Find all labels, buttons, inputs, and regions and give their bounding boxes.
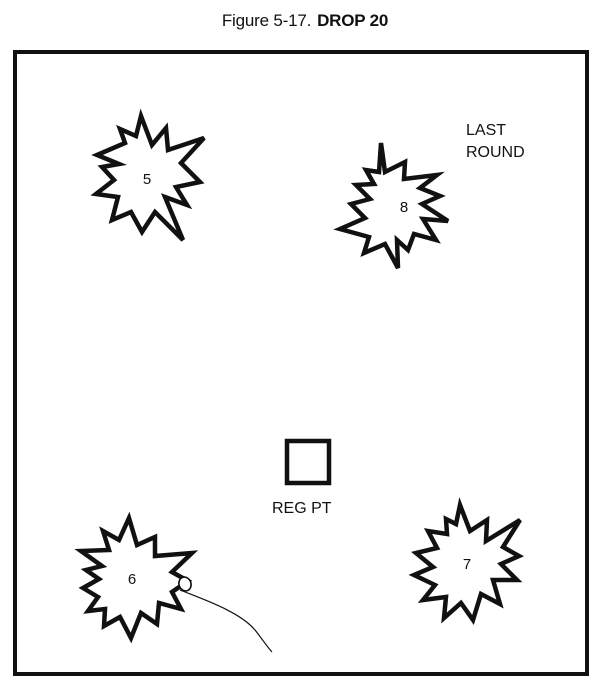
last-round-line1: LAST [466, 122, 507, 139]
diagram-frame [13, 50, 589, 676]
burst-6-star-icon [74, 511, 199, 644]
burst-8-label: 8 [400, 199, 408, 216]
figure-number: Figure 5-17. [221, 11, 312, 30]
burst-7-star-icon [408, 497, 525, 626]
smoke-trail-line [179, 589, 273, 653]
reg-pt-label: REG PT [272, 500, 332, 517]
burst-8-star-icon [333, 142, 450, 270]
figure-caption: Figure 5-17. DROP 20 [0, 11, 610, 31]
burst-6-label: 6 [128, 571, 136, 588]
registration-point-marker [284, 438, 332, 486]
burst-5-star-icon [90, 108, 206, 242]
burst-8: 8 [333, 142, 450, 270]
burst-6: 6 [74, 511, 273, 653]
burst-5: 5 [90, 108, 206, 242]
burst-5-label: 5 [143, 171, 151, 188]
smoke-puff-icon [178, 576, 192, 592]
figure-title: DROP 20 [317, 11, 389, 30]
burst-7: 7 [408, 497, 525, 626]
last-round-note: LAST ROUND [466, 120, 525, 164]
last-round-line2: ROUND [466, 144, 525, 161]
burst-7-label: 7 [463, 556, 471, 573]
